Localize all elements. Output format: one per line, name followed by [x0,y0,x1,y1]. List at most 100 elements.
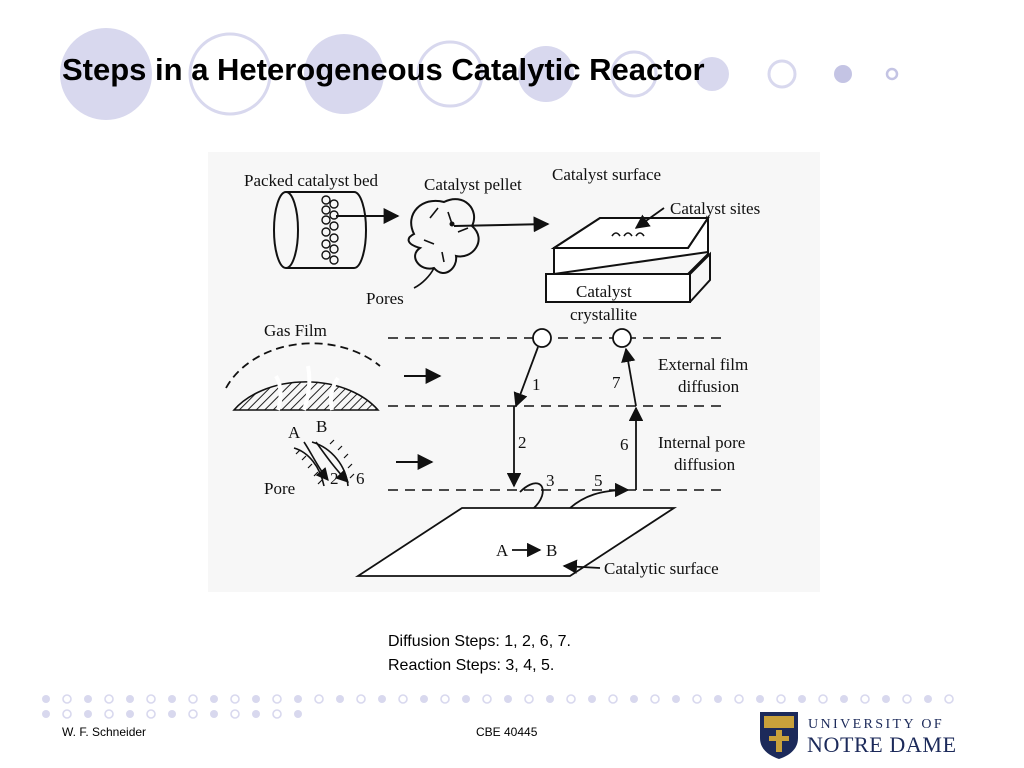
arrow-pellet-to-surface [453,216,550,233]
label-catalyst-pellet: Catalyst pellet [424,175,522,194]
step-notes: Diffusion Steps: 1, 2, 6, 7. Reaction St… [388,630,571,678]
decorative-dot [84,710,92,718]
shield-icon [760,712,798,759]
decorative-dot [734,694,744,704]
decorative-dot [336,695,344,703]
decorative-dot [440,694,450,704]
catalyst-pellet [407,198,480,289]
decorative-dot [902,694,912,704]
decorative-dot [524,694,534,704]
decorative-dot [146,694,156,704]
decorative-dot [230,709,240,719]
decorative-dot [210,710,218,718]
decorative-dot [630,695,638,703]
slide-title: Steps in a Heterogeneous Catalytic React… [62,52,705,87]
reactor-steps-diagram: Packed catalyst bed Catalyst pellet Cata… [208,152,820,592]
label-packed-bed: Packed catalyst bed [244,171,379,190]
decorative-dot [818,694,828,704]
label-external-film-1: External film [658,355,748,374]
footer-course: CBE 40445 [476,725,538,739]
species-a: A [496,541,509,560]
decorative-dot [168,695,176,703]
decorative-dot [462,695,470,703]
catalyst-crystallite-block [545,214,711,303]
decorative-dot [188,694,198,704]
boundary-lines [388,337,728,491]
decorative-dot [546,695,554,703]
decorative-dot [42,710,50,718]
decorative-dot [62,694,72,704]
decorative-dot [398,694,408,704]
decorative-dot [42,695,50,703]
arrow-catalyst-sites [634,207,665,229]
label-gas-film: Gas Film [264,321,327,340]
step-label-7: 7 [612,373,621,392]
decorative-dot [252,695,260,703]
decorative-dot [104,694,114,704]
decorative-dot [314,694,324,704]
decorative-dot [126,695,134,703]
title-circles [60,28,899,120]
packed-bed-cylinder [273,191,367,269]
label-catalyst-surface: Catalyst surface [552,165,661,184]
label-internal-pore-2: diffusion [674,455,736,474]
decorative-dot [272,709,282,719]
footer-dot-row-2 [42,709,302,719]
decorative-dot [420,695,428,703]
decorative-dot [230,694,240,704]
decorative-dot [146,709,156,719]
gas-film-pellet-section [225,342,381,411]
decorative-dot [294,695,302,703]
label-crystallite-2: crystallite [570,305,637,324]
footer-dot-row-1 [42,694,954,704]
decorative-dot [84,695,92,703]
decorative-dot [294,710,302,718]
decorative-dot [272,694,282,704]
decorative-dot [62,709,72,719]
decorative-dot [252,710,260,718]
species-b: B [546,541,557,560]
logo-line-2: NOTRE DAME [807,732,957,757]
decorative-dot [944,694,954,704]
footer-author: W. F. Schneider [62,725,147,739]
step-label-1: 1 [532,375,541,394]
decorative-dot [756,695,764,703]
notre-dame-logo: UNIVERSITY OF NOTRE DAME [760,712,957,759]
label-crystallite-1: Catalyst [576,282,632,301]
decorative-dot [860,694,870,704]
label-pore-num-6: 6 [356,469,365,488]
step-5-arrow [569,482,630,509]
decorative-dot [104,709,114,719]
catalytic-surface-plane [354,507,678,577]
label-pore-b: B [316,417,327,436]
decorative-dot [692,694,702,704]
decorative-dot [168,710,176,718]
decorative-dot [126,710,134,718]
logo-line-1: UNIVERSITY OF [808,717,944,732]
step-label-5: 5 [594,471,603,490]
decorative-dot [566,694,576,704]
decorative-dot [924,695,932,703]
step-label-3: 3 [546,471,555,490]
decorative-dot [798,695,806,703]
decorative-dot [210,695,218,703]
label-external-film-2: diffusion [678,377,740,396]
decorative-dot [714,695,722,703]
decorative-dot [188,709,198,719]
decorative-dot [840,695,848,703]
decorative-dot [672,695,680,703]
step-label-2: 2 [518,433,527,452]
diffusion-steps-note: Diffusion Steps: 1, 2, 6, 7. [388,633,571,650]
reaction-steps-note: Reaction Steps: 3, 4, 5. [388,657,555,674]
reaction-step-arrows [506,328,644,534]
label-pore-num-2: 2 [330,469,339,488]
step-label-6: 6 [620,435,629,454]
step-1-arrow [513,346,539,408]
label-pore: Pore [264,479,295,498]
decorative-dot [882,695,890,703]
decorative-dot [776,694,786,704]
decorative-dot [378,695,386,703]
label-pores: Pores [366,289,404,308]
decorative-dot [608,694,618,704]
